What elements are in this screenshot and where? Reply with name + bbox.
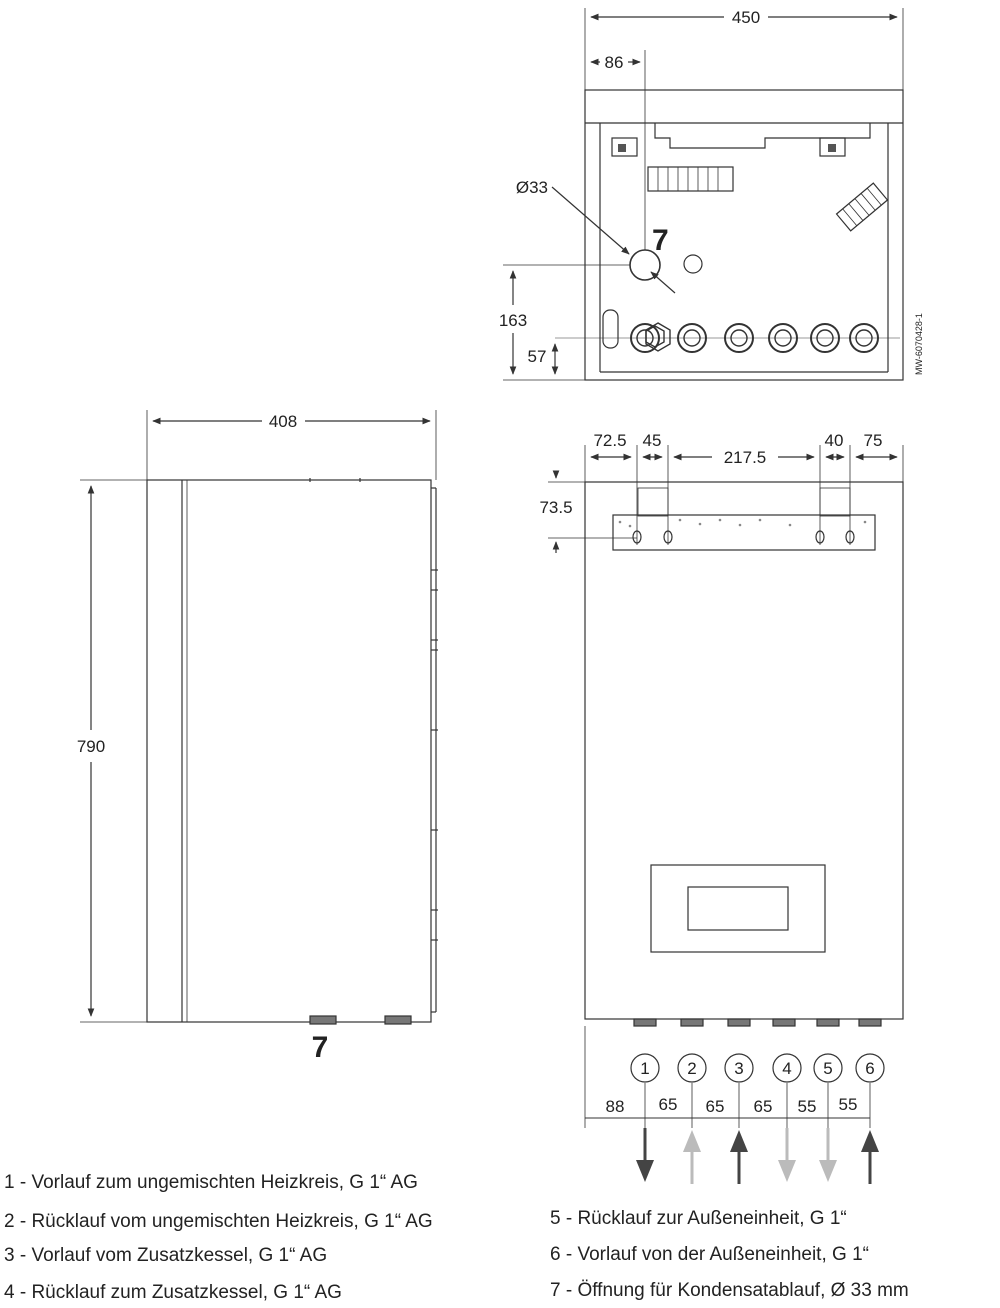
front-view xyxy=(548,445,904,1128)
connection-circle-1 xyxy=(630,1053,660,1083)
terminal-strip xyxy=(647,166,734,192)
connection-circle-2 xyxy=(677,1053,707,1083)
bracket-height-label: 73.5 xyxy=(539,498,572,517)
flow-arrows xyxy=(636,1128,879,1184)
flow-arrow-6-up xyxy=(861,1130,879,1184)
side-drain-stub xyxy=(309,1015,337,1025)
legend-item-4: 4 - Rücklauf zum Zusatzkessel, G 1“ AG xyxy=(4,1282,342,1303)
flow-arrow-2-up xyxy=(683,1130,701,1184)
top-view-housing xyxy=(584,89,904,381)
front-dim-40: 40 xyxy=(825,431,844,450)
legend-item-7: 7 - Öffnung für Kondensatablauf, Ø 33 mm xyxy=(550,1280,909,1301)
legend-item-3: 3 - Vorlauf vom Zusatzkessel, G 1“ AG xyxy=(4,1245,328,1266)
front-dim-72-5: 72.5 xyxy=(593,431,626,450)
front-dim-75: 75 xyxy=(864,431,883,450)
legend-item-6: 6 - Vorlauf von der Außeneinheit, G 1“ xyxy=(550,1244,869,1265)
bottom-dim-65-b: 65 xyxy=(706,1097,725,1116)
side-height-label: 790 xyxy=(77,737,105,756)
bottom-dim-88: 88 xyxy=(606,1097,625,1116)
hole-diameter-label: Ø33 xyxy=(516,178,548,197)
side-view xyxy=(80,410,438,1025)
legend-item-5: 5 - Rücklauf zur Außeneinheit, G 1“ xyxy=(550,1208,847,1229)
drawing-code: MW-6070428-1 xyxy=(914,313,924,375)
connection-number-2: 2 xyxy=(687,1059,696,1078)
side-drain-number-label: 7 xyxy=(312,1031,329,1064)
flow-arrow-1-down xyxy=(636,1128,654,1182)
connection-number-5: 5 xyxy=(823,1059,832,1078)
bottom-dim-65-c: 65 xyxy=(754,1097,773,1116)
connection-height-label: 57 xyxy=(528,347,547,366)
mounting-bracket xyxy=(612,514,876,551)
side-view-housing xyxy=(146,479,432,1023)
bottom-dim-55-a: 55 xyxy=(798,1097,817,1116)
bottom-dim-65-a: 65 xyxy=(659,1095,678,1114)
connection-number-6: 6 xyxy=(865,1059,874,1078)
flow-arrow-5-down xyxy=(819,1128,837,1182)
secondary-hole xyxy=(683,254,703,274)
front-dim-45: 45 xyxy=(643,431,662,450)
legend-item-2: 2 - Rücklauf vom ungemischten Heizkreis,… xyxy=(4,1211,433,1232)
control-panel xyxy=(650,864,826,953)
front-connection-stubs xyxy=(633,1018,882,1027)
connection-number-1: 1 xyxy=(640,1059,649,1078)
display-screen xyxy=(687,886,789,931)
connection-circle-6 xyxy=(855,1053,885,1083)
connection-number-4: 4 xyxy=(782,1059,791,1078)
hole-height-label: 163 xyxy=(499,311,527,330)
front-dim-217-5: 217.5 xyxy=(724,448,767,467)
flow-arrow-3-up xyxy=(730,1130,748,1184)
bottom-dim-55-b: 55 xyxy=(839,1095,858,1114)
side-depth-label: 408 xyxy=(269,412,297,431)
top-offset-label: 86 xyxy=(605,53,624,72)
angled-terminal-block xyxy=(835,182,889,232)
connection-circle-3 xyxy=(724,1053,754,1083)
top-width-label: 450 xyxy=(732,8,760,27)
connection-number-3: 3 xyxy=(734,1059,743,1078)
flow-arrow-4-down xyxy=(778,1128,796,1182)
connection-circle-5 xyxy=(813,1053,843,1083)
top-view xyxy=(503,8,904,381)
front-view-housing xyxy=(584,481,904,1020)
top-view-pipe-connections xyxy=(630,322,879,353)
connection-circle-4 xyxy=(772,1053,802,1083)
legend-item-1: 1 - Vorlauf zum ungemischten Heizkreis, … xyxy=(4,1172,418,1193)
side-pipe-stub xyxy=(384,1015,412,1025)
top-hole-number-label: 7 xyxy=(652,224,669,257)
